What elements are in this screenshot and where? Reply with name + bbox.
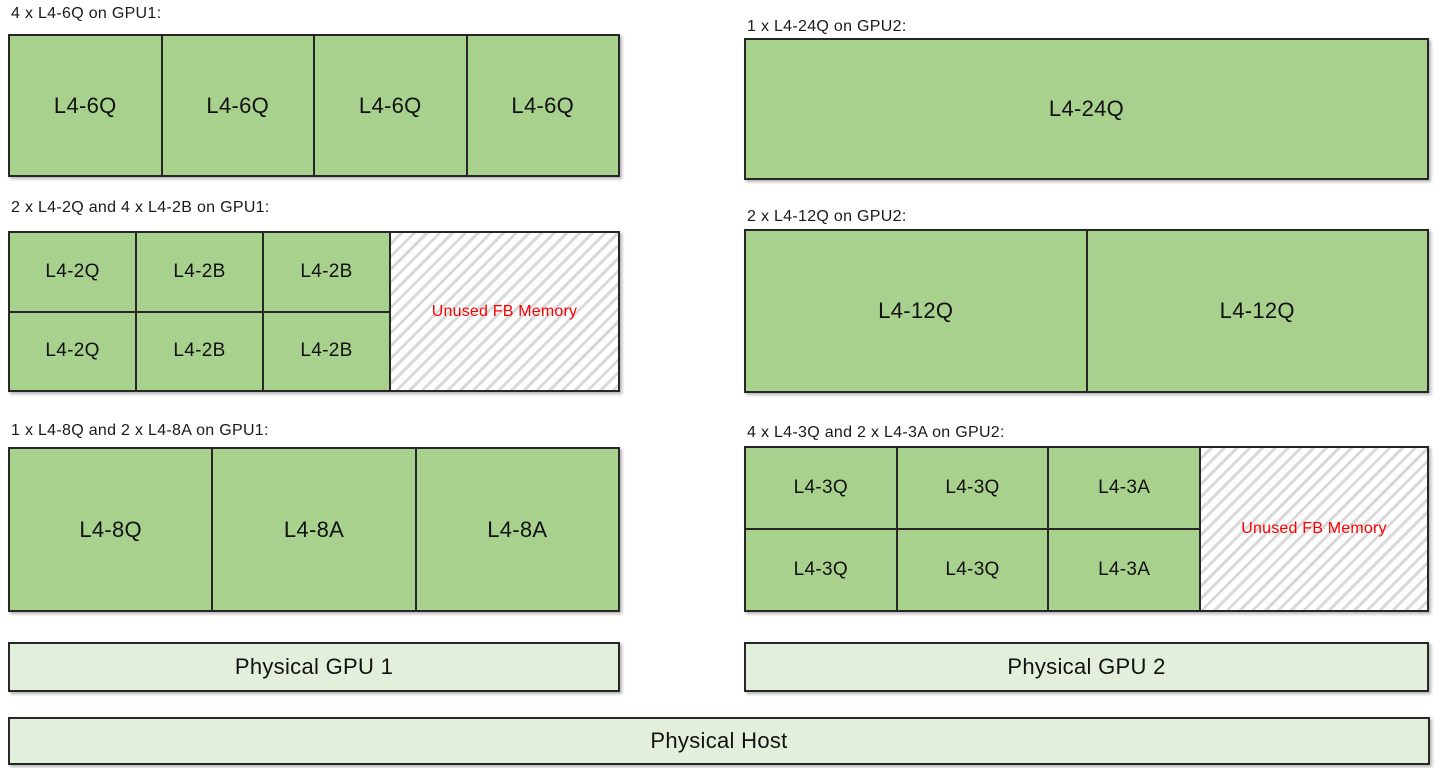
vgpu-cell-l4-2b: L4-2B <box>137 312 262 390</box>
config-label-gpu1-8q8a: 1 x L4-8Q and 2 x L4-8A on GPU1: <box>11 422 269 439</box>
config-label-gpu1-6q: 4 x L4-6Q on GPU1: <box>11 5 162 22</box>
vgpu-grid-gpu1-2q2b: L4-2Q L4-2B L4-2B L4-2Q L4-2B L4-2B Unus… <box>8 231 620 392</box>
vgpu-cell-l4-2q: L4-2Q <box>10 312 135 390</box>
vgpu-cell-l4-2q: L4-2Q <box>10 233 135 311</box>
vgpu-cell-l4-8a: L4-8A <box>416 449 618 610</box>
vgpu-cell-l4-3q: L4-3Q <box>897 448 1048 528</box>
config-label-gpu2-12q: 2 x L4-12Q on GPU2: <box>747 208 907 225</box>
vgpu-cell-l4-3q: L4-3Q <box>897 530 1048 610</box>
vgpu-cell-l4-6q: L4-6Q <box>162 36 313 175</box>
vgpu-row-gpu1-8q8a: L4-8Q L4-8A L4-8A <box>8 447 620 612</box>
unused-fb-memory-region: Unused FB Memory <box>391 233 618 390</box>
vgpu-cell-l4-12q: L4-12Q <box>746 231 1086 391</box>
vgpu-cell-l4-12q: L4-12Q <box>1087 231 1427 391</box>
vgpu-row-gpu2-12q: L4-12Q L4-12Q <box>744 229 1429 393</box>
unused-fb-memory-label: Unused FB Memory <box>1241 520 1387 537</box>
vgpu-cell-l4-3q: L4-3Q <box>746 530 896 610</box>
vgpu-cell-l4-8q: L4-8Q <box>10 449 212 610</box>
vgpu-cell-l4-8a: L4-8A <box>213 449 415 610</box>
vgpu-cell-l4-3a: L4-3A <box>1049 530 1199 610</box>
config-label-gpu2-3q3a: 4 x L4-3Q and 2 x L4-3A on GPU2: <box>747 424 1005 441</box>
unused-fb-memory-region: Unused FB Memory <box>1201 448 1427 610</box>
physical-host-bar: Physical Host <box>8 717 1430 765</box>
config-label-gpu2-24q: 1 x L4-24Q on GPU2: <box>747 18 907 35</box>
vgpu-row-gpu1-6q: L4-6Q L4-6Q L4-6Q L4-6Q <box>8 34 620 177</box>
vgpu-cell-l4-3q: L4-3Q <box>746 448 896 528</box>
unused-fb-memory-label: Unused FB Memory <box>431 302 578 320</box>
vgpu-cell-l4-2b: L4-2B <box>264 233 389 311</box>
vgpu-cell-l4-6q: L4-6Q <box>315 36 466 175</box>
config-label-gpu1-2q2b: 2 x L4-2Q and 4 x L4-2B on GPU1: <box>11 199 270 216</box>
vgpu-cell-l4-2b: L4-2B <box>264 312 389 390</box>
vgpu-cell-l4-6q: L4-6Q <box>467 36 618 175</box>
vgpu-cell-l4-6q: L4-6Q <box>10 36 161 175</box>
vgpu-grid-gpu2-3q3a: L4-3Q L4-3Q L4-3A L4-3Q L4-3Q L4-3A Unus… <box>744 446 1429 612</box>
vgpu-cell-l4-3a: L4-3A <box>1049 448 1199 528</box>
vgpu-row-gpu2-24q: L4-24Q <box>744 38 1429 180</box>
vgpu-cell-l4-2b: L4-2B <box>137 233 262 311</box>
vgpu-cell-l4-24q: L4-24Q <box>746 40 1427 178</box>
physical-gpu1-bar: Physical GPU 1 <box>8 642 620 692</box>
physical-gpu2-bar: Physical GPU 2 <box>744 642 1429 692</box>
